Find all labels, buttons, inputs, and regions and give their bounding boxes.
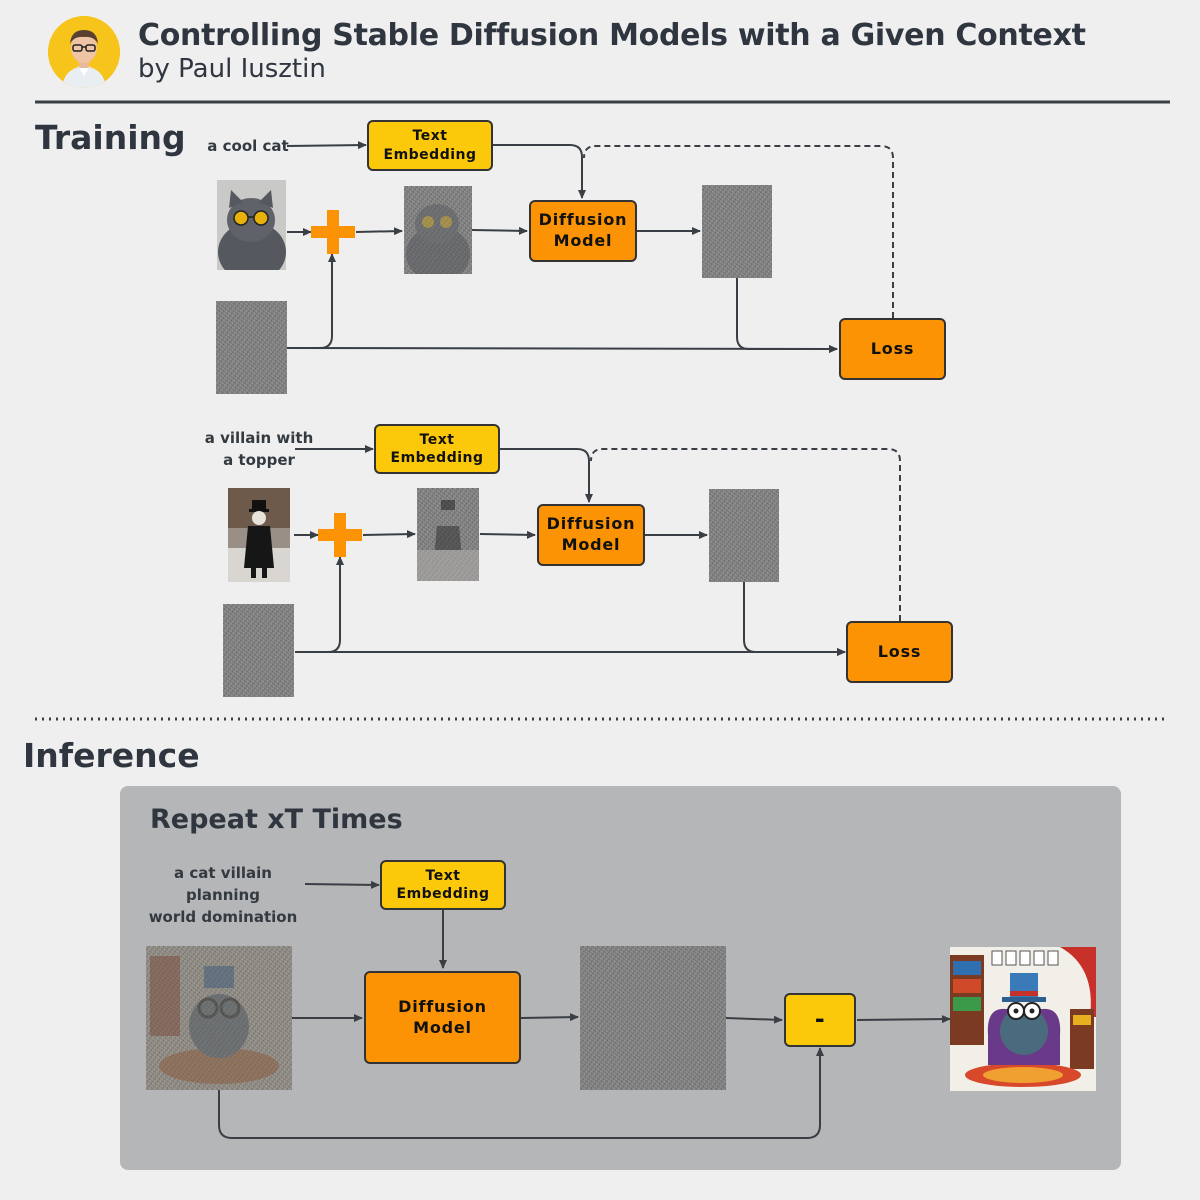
plus-icon (318, 513, 362, 557)
villain-topper-photo (228, 488, 290, 582)
training-prompt-2: a villain with a topper (200, 427, 318, 471)
subtract-box: - (784, 993, 856, 1047)
diffusion-model-box-2: Diffusion Model (537, 504, 645, 566)
subtract-to-output-arrow (856, 1015, 951, 1024)
noise1-to-plus-arrow (287, 253, 336, 349)
model-to-noise-arrow (520, 1013, 579, 1022)
noisy2-to-model-arrow (479, 530, 536, 539)
prediction1-to-loss-arrow (736, 278, 838, 353)
prompt-line: world domination (148, 908, 298, 926)
training-heading: Training (35, 118, 186, 157)
noise2-to-plus-arrow (295, 556, 344, 653)
prompt-line: a topper (223, 451, 295, 469)
plus2-to-noisy-arrow (362, 530, 416, 539)
sampled-noise-2 (223, 604, 294, 697)
prompt3-to-embedding-arrow (304, 880, 380, 889)
predicted-noise-1 (702, 185, 772, 278)
prompt-line: a cat villain planning (174, 864, 272, 904)
text-embedding-box-3: Text Embedding (380, 860, 506, 910)
prompt1-to-embedding-arrow (286, 141, 367, 150)
author-avatar (48, 16, 120, 88)
training-prompt-1: a cool cat (203, 135, 293, 157)
diffusion-model-box-1: Diffusion Model (529, 200, 637, 262)
plus-icon (311, 210, 355, 254)
plus1-to-noisy-arrow (355, 227, 403, 236)
noisy-villain-image (417, 488, 479, 581)
cat-sunglasses-photo (217, 180, 286, 270)
embedding1-to-model-arrow (492, 144, 586, 199)
predicted-noise-3 (580, 946, 726, 1090)
loss-box-2: Loss (846, 621, 953, 683)
inference-heading: Inference (23, 736, 200, 775)
repeat-title: Repeat xT Times (150, 804, 403, 835)
prompt-line: a villain with (204, 429, 314, 447)
embedding2-to-model-arrow (499, 448, 593, 503)
prompt-line: a cool cat (207, 137, 289, 155)
sampled-noise-1 (216, 301, 287, 394)
noisy-cat-image (404, 186, 472, 282)
predicted-noise-2 (709, 489, 779, 582)
cat-villain-illustration (950, 947, 1096, 1091)
loss2-feedback-dashed (590, 448, 901, 621)
inference-prompt: a cat villain planning world domination (137, 862, 309, 928)
page-title: Controlling Stable Diffusion Models with… (138, 18, 1086, 53)
image-loop-to-subtract-arrow (218, 1047, 824, 1139)
author-byline: by Paul Iusztin (138, 54, 326, 84)
loss-box-1: Loss (839, 318, 946, 380)
text-embedding-box-1: Text Embedding (367, 120, 493, 171)
noise-to-subtract-arrow (725, 1015, 783, 1024)
noisy1-to-model-arrow (471, 226, 528, 235)
text-embedding-box-2: Text Embedding (374, 424, 500, 474)
prediction2-to-loss-arrow (743, 582, 846, 656)
loss1-feedback-dashed (583, 145, 894, 318)
noisy-cat-villain-image (146, 946, 292, 1090)
diffusion-model-box-3: Diffusion Model (364, 971, 521, 1064)
